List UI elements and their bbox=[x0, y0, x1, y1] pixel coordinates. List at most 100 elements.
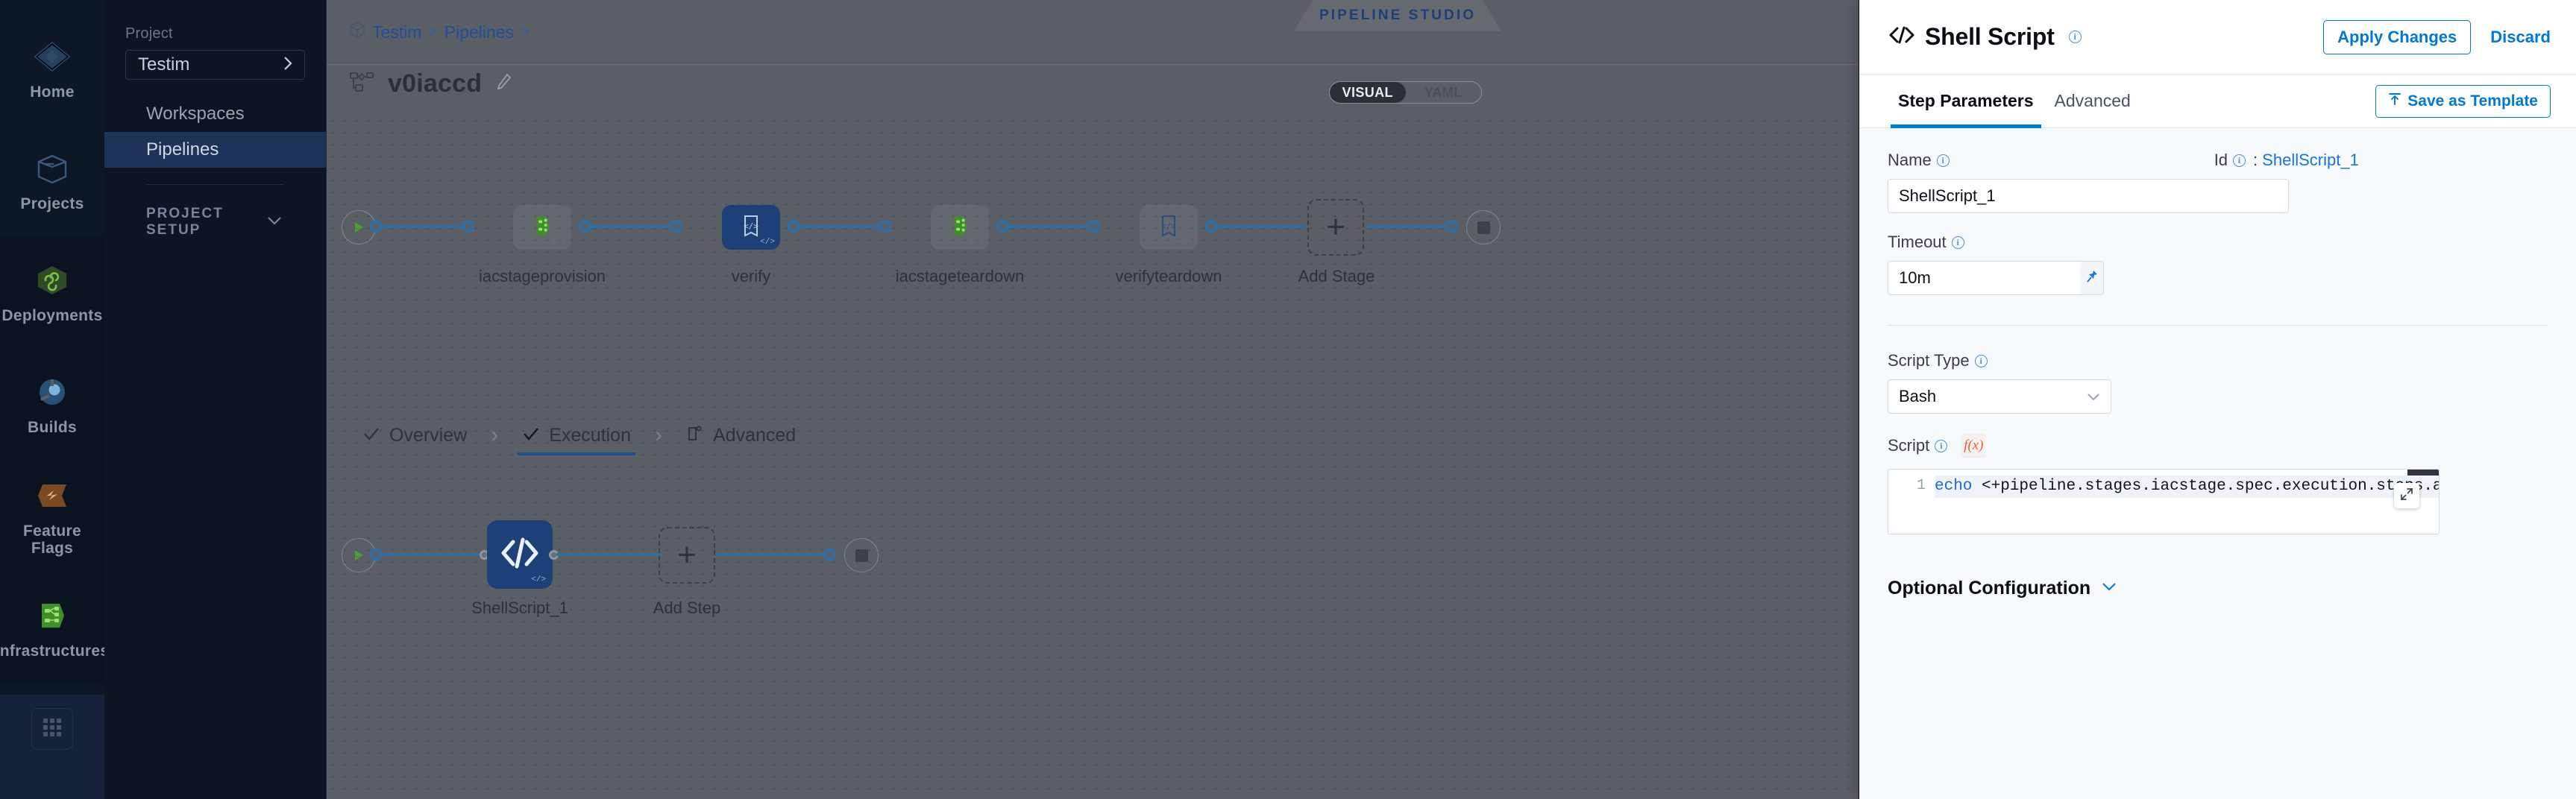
script-editor[interactable]: 1 echo <+pipeline.stages.iacstage.spec.e… bbox=[1888, 469, 2440, 534]
script-type-value: Bash bbox=[1899, 387, 1937, 405]
script-type-select[interactable]: Bash bbox=[1888, 379, 2111, 414]
stage-type-icon: </> bbox=[969, 238, 984, 247]
tab-label: Overview bbox=[389, 424, 468, 446]
studio-toolbar: v0iaccd VISUAL YAML bbox=[327, 65, 2576, 117]
tab-execution[interactable]: Execution bbox=[509, 425, 644, 455]
add-stage-label: Add Stage bbox=[1298, 267, 1375, 285]
panel-title: Shell Script bbox=[1925, 23, 2055, 50]
rail-item-builds[interactable]: Builds bbox=[0, 349, 104, 461]
tab-advanced[interactable]: Advanced bbox=[673, 425, 809, 455]
breadcrumb-separator: > bbox=[428, 23, 438, 40]
sidebar-item-workspaces[interactable]: Workspaces bbox=[104, 96, 326, 132]
expand-icon bbox=[2400, 487, 2413, 505]
edit-pencil-icon[interactable] bbox=[495, 72, 513, 95]
stage-node-iacstageteardown[interactable]: </> bbox=[931, 205, 989, 250]
rail-item-infrastructures[interactable]: Infrastructures bbox=[0, 572, 109, 684]
connector-wire bbox=[798, 225, 883, 228]
tab-advanced[interactable]: Advanced bbox=[2054, 91, 2131, 110]
pipeline-graph-icon bbox=[349, 71, 374, 97]
timeout-pin-button[interactable] bbox=[2080, 261, 2104, 295]
breadcrumb-item-pipelines[interactable]: Pipelines bbox=[444, 22, 515, 42]
rail-label-feature-flags: Feature Flags bbox=[23, 522, 81, 557]
info-icon[interactable]: i bbox=[2068, 31, 2082, 43]
project-selector-value: Testim bbox=[138, 54, 190, 75]
optional-configuration-toggle[interactable]: Optional Configuration bbox=[1888, 578, 2548, 599]
stage-node-verifyteardown[interactable]: </> </> bbox=[1140, 205, 1198, 250]
pipeline-studio-chip-label: PIPELINE STUDIO bbox=[1319, 7, 1477, 23]
plus-icon: + bbox=[1326, 209, 1345, 245]
add-step-button[interactable]: + bbox=[659, 527, 715, 584]
name-input[interactable] bbox=[1888, 179, 2289, 213]
check-icon bbox=[362, 426, 380, 446]
discard-button[interactable]: Discard bbox=[2490, 27, 2551, 46]
stage-node-iacstageprovision[interactable]: </> bbox=[513, 205, 571, 250]
rail-item-projects[interactable]: Projects bbox=[0, 125, 104, 237]
sidebar-item-pipelines[interactable]: Pipelines bbox=[104, 132, 326, 168]
advanced-gear-icon bbox=[686, 425, 704, 446]
info-icon[interactable]: i bbox=[1936, 154, 1950, 167]
script-label: Script bbox=[1888, 436, 1930, 455]
code-icon: </> bbox=[740, 214, 762, 241]
project-setup-toggle[interactable]: PROJECT SETUP bbox=[104, 185, 326, 239]
add-stage-button[interactable]: + bbox=[1307, 199, 1364, 256]
info-icon[interactable]: i bbox=[1951, 236, 1964, 249]
play-icon bbox=[355, 550, 363, 560]
feature-flags-icon bbox=[30, 476, 75, 515]
pipeline-end-node bbox=[1466, 210, 1501, 244]
info-icon[interactable]: i bbox=[1935, 439, 1948, 452]
tab-label: Execution bbox=[549, 424, 631, 446]
code-rest: <+pipeline.stages.iacstage.spec.executio… bbox=[1972, 478, 2439, 495]
sidebar-item-label: Workspaces bbox=[146, 104, 245, 124]
project-selector[interactable]: Testim bbox=[125, 50, 305, 80]
chevron-right-icon: › bbox=[654, 423, 662, 447]
view-mode-yaml[interactable]: YAML bbox=[1424, 84, 1463, 100]
timeout-input[interactable] bbox=[1888, 261, 2080, 295]
step-node-shellscript-1[interactable]: </> bbox=[487, 520, 553, 589]
rail-item-feature-flags[interactable]: Feature Flags bbox=[0, 461, 104, 572]
panel-header-actions: Apply Changes Discard bbox=[2323, 19, 2551, 54]
breadcrumb-item-project[interactable]: Testim bbox=[372, 22, 422, 42]
editor-scroll-indicator[interactable] bbox=[2407, 470, 2439, 476]
view-mode-visual[interactable]: VISUAL bbox=[1330, 82, 1406, 103]
timeout-field bbox=[1888, 261, 2104, 295]
expression-fx-button[interactable]: f(x) bbox=[1961, 433, 1987, 458]
infrastructure-icon bbox=[949, 215, 970, 241]
step-id-row: Id i : ShellScript_1 bbox=[2214, 151, 2359, 170]
rail-label-deployments: Deployments bbox=[1, 307, 103, 325]
apps-grid-button[interactable] bbox=[31, 708, 73, 750]
id-value[interactable]: ShellScript_1 bbox=[2262, 151, 2359, 169]
expand-editor-button[interactable] bbox=[2394, 483, 2419, 508]
stage-type-icon: </> bbox=[1178, 238, 1193, 247]
sidebar-divider bbox=[146, 184, 284, 185]
stage-label-iacstageteardown: iacstageteardown bbox=[895, 267, 1025, 285]
stage-label-iacstageprovision: iacstageprovision bbox=[479, 267, 606, 285]
header-divider bbox=[327, 64, 2576, 65]
tab-overview[interactable]: Overview bbox=[349, 425, 480, 455]
editor-code-line[interactable]: echo <+pipeline.stages.iacstage.spec.exe… bbox=[1935, 476, 2439, 498]
rail-bottom-area bbox=[0, 695, 104, 799]
svg-text:</>: </> bbox=[1161, 221, 1176, 231]
stage-label-verify: verify bbox=[731, 267, 771, 285]
breadcrumb: Testim > Pipelines > bbox=[349, 21, 530, 43]
connector-dot bbox=[1445, 220, 1458, 233]
view-mode-toggle[interactable]: VISUAL YAML bbox=[1329, 81, 1482, 104]
id-separator: : bbox=[2253, 151, 2258, 169]
connector-wire bbox=[380, 225, 465, 228]
primary-nav-rail: Home Projects Deployments bbox=[0, 0, 109, 799]
apply-changes-button[interactable]: Apply Changes bbox=[2323, 19, 2472, 54]
rail-item-home[interactable]: Home bbox=[0, 13, 104, 125]
rail-item-deployments[interactable]: Deployments bbox=[0, 237, 104, 349]
timeout-field-label-row: Timeout i bbox=[1888, 233, 2548, 252]
chevron-right-icon: › bbox=[491, 423, 499, 447]
breadcrumb-separator: > bbox=[521, 23, 530, 40]
save-as-template-button[interactable]: Save as Template bbox=[2375, 84, 2551, 118]
panel-section-divider bbox=[1888, 325, 2548, 326]
page-title: v0iaccd bbox=[388, 69, 483, 98]
tab-step-parameters[interactable]: Step Parameters bbox=[1888, 75, 2044, 128]
stage-node-verify[interactable]: </> </> bbox=[722, 205, 780, 250]
info-icon[interactable]: i bbox=[2233, 154, 2246, 167]
project-cube-icon bbox=[349, 21, 365, 43]
code-icon bbox=[498, 534, 541, 575]
info-icon[interactable]: i bbox=[1974, 354, 1988, 367]
add-step-label: Add Step bbox=[653, 599, 721, 617]
